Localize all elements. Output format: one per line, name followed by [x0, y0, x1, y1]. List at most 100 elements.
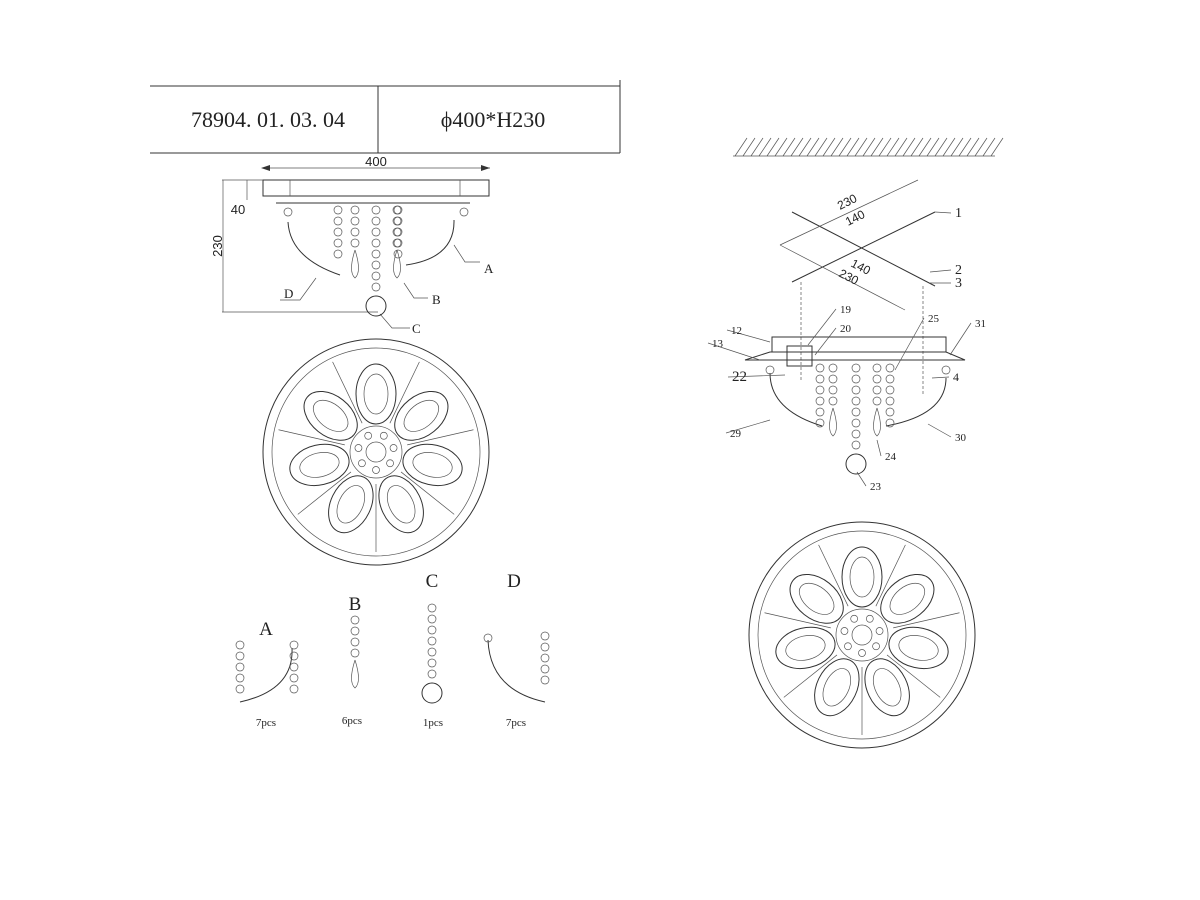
crystal-bead [828, 374, 838, 384]
crystal-bar [297, 471, 352, 515]
petal-inner [403, 399, 440, 432]
crystal-bead [392, 205, 402, 215]
hub-bead [364, 431, 373, 440]
hub-bead [358, 459, 366, 468]
overall-size: ϕ400*H230 [441, 107, 545, 132]
crystal-bead [851, 396, 861, 406]
crystal-bar [818, 544, 849, 607]
part-a-qty: 7pcs [256, 717, 276, 729]
callout-d: D [284, 286, 293, 301]
hub-bead [840, 627, 849, 635]
inner-rim [757, 530, 967, 740]
hatch-line [958, 137, 972, 157]
part-number-23: 23 [870, 481, 882, 493]
crystal-bead [851, 363, 861, 373]
crystal-drop [393, 249, 401, 279]
crystal-bead [851, 407, 861, 417]
crystal-bead [872, 396, 882, 406]
center-crystal-ball [365, 441, 387, 463]
crystal-bead [427, 669, 437, 679]
hatch-line [878, 137, 892, 157]
crystal-bead [815, 385, 825, 395]
petal-inner [889, 582, 926, 615]
crystal-bead [815, 396, 825, 406]
crystal-bead [289, 673, 299, 683]
crystal-bead [540, 675, 550, 685]
crystal-bead [885, 418, 895, 428]
crystal-bead [393, 249, 403, 259]
leader-n4 [931, 376, 950, 379]
part-b-letter: B [349, 594, 362, 615]
crystal-bead [872, 385, 882, 395]
part-number-4: 4 [953, 370, 959, 384]
petal-inner [312, 399, 349, 432]
hatch-line [758, 137, 772, 157]
petal [888, 626, 949, 670]
crystal-ball [365, 295, 387, 317]
crystal-bead [371, 271, 381, 281]
petal-inner [849, 556, 875, 598]
crystal-bar [764, 612, 831, 629]
part-c-letter: C [426, 571, 439, 592]
hatch-line [902, 137, 916, 157]
hub-bead [872, 642, 880, 651]
hatch-line [734, 137, 748, 157]
crystal-bead [459, 207, 469, 217]
hub-bead [379, 431, 388, 440]
hatch-line [830, 137, 844, 157]
crystal-bead [885, 374, 895, 384]
crystal-bead [333, 249, 343, 259]
inner-rim [271, 347, 481, 557]
crystal-bead [333, 205, 343, 215]
petal-inner [336, 485, 366, 524]
crystal-bead [371, 282, 381, 292]
crystal-bead [427, 625, 437, 635]
crystal-bar [278, 429, 345, 446]
crystal-bead [815, 407, 825, 417]
side-view: 400 40 230 A B C D [210, 154, 494, 336]
part-d-qty: 7pcs [506, 717, 526, 729]
crystal-bead [872, 374, 882, 384]
part-number-13: 13 [712, 338, 724, 350]
part-number-20: 20 [840, 323, 852, 335]
hub-bead [850, 614, 859, 623]
part-number-30: 30 [955, 432, 967, 444]
crystal-bar [783, 654, 838, 698]
petal [355, 363, 397, 425]
crystal-bead [427, 658, 437, 668]
crystal-bead [941, 365, 951, 375]
petal [775, 626, 836, 670]
crystal-bead [235, 651, 245, 661]
crystal-bead [371, 216, 381, 226]
outer-rim [748, 521, 976, 749]
crystal-bead [350, 648, 360, 658]
crystal-bead [815, 374, 825, 384]
part-number-29: 29 [730, 428, 742, 440]
part-c-qty: 1pcs [423, 717, 443, 729]
crystal-bead [885, 396, 895, 406]
leader-n31 [949, 322, 972, 356]
crystal-bar [893, 612, 960, 629]
crystal-bead [851, 418, 861, 428]
top-view-right [748, 521, 976, 749]
crystal-bead [828, 396, 838, 406]
crystal-bead [540, 653, 550, 663]
crystal-bead [350, 238, 360, 248]
crystal-bead [828, 363, 838, 373]
petal-inner [872, 668, 902, 707]
petal-inner [363, 373, 389, 415]
crystal-bar [875, 544, 906, 607]
part-number-22: 22 [732, 369, 747, 385]
part-number-3: 3 [955, 276, 962, 291]
parts-list: A B C D 7pcs 6pcs 1pcs 7pcs [239, 571, 546, 729]
hub-bead [875, 627, 884, 635]
crystal-bead [427, 636, 437, 646]
title-block: 78904. 01. 03. 04 ϕ400*H230 [150, 80, 621, 154]
part-number-12: 12 [731, 325, 742, 337]
crystal-bead [235, 684, 245, 694]
crystal-bead [333, 227, 343, 237]
crystal-bead [427, 603, 437, 613]
hub-bead [354, 444, 363, 452]
